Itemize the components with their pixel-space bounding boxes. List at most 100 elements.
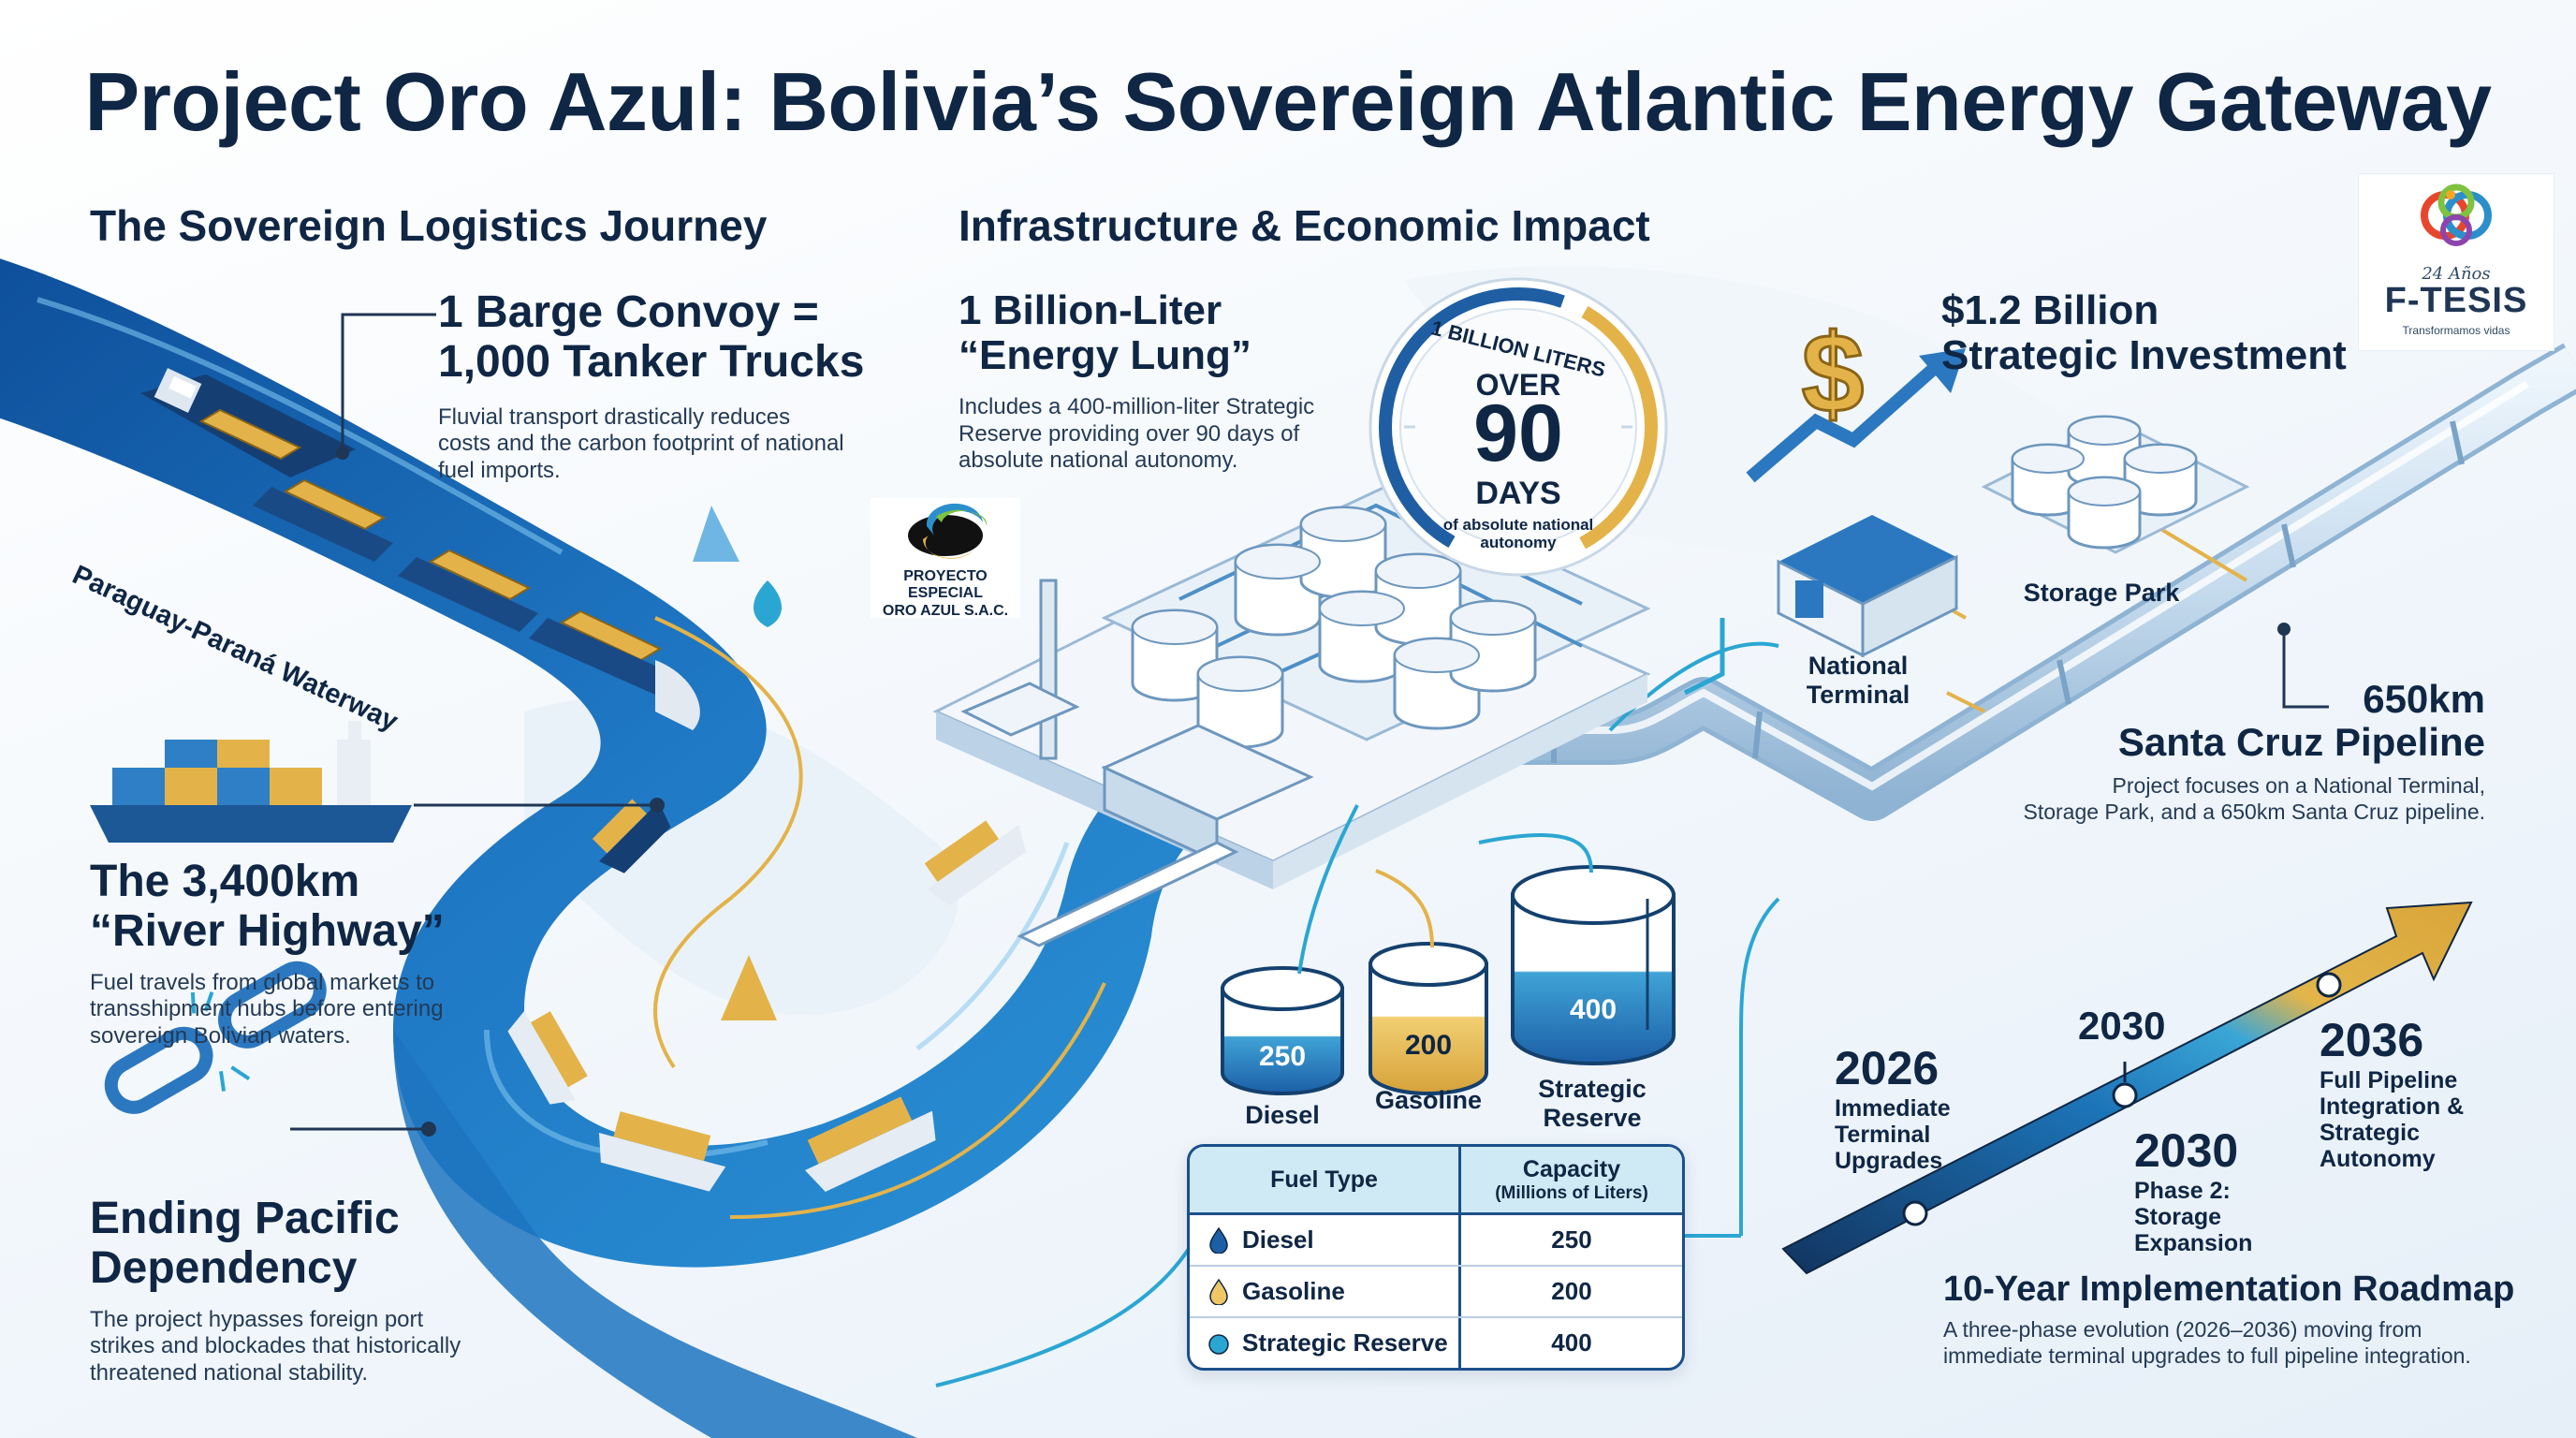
barge-desc-3: fuel imports. — [438, 458, 561, 484]
santa-cruz-pipeline — [1273, 343, 2576, 821]
oro-azul-logo: PROYECTO ESPECIAL ORO AZUL S.A.C. — [871, 498, 1020, 619]
pacific-desc-1: The project hypasses foreign port — [90, 1306, 424, 1332]
oro-azul-logo-line-1: PROYECTO ESPECIAL — [903, 568, 988, 602]
roadmap-phase-1-year: 2026 — [1835, 1042, 1939, 1094]
barge-convoy-block: 1 Barge Convoy = 1,000 Tanker Trucks Flu… — [438, 287, 865, 485]
badge-subtext: of absolute national autonomy — [1425, 516, 1612, 551]
river-headline-1: The 3,400km — [90, 857, 360, 906]
river-desc-2: transshipment hubs before entering — [90, 996, 444, 1022]
tank-reserve-value: 400 — [1569, 994, 1617, 1025]
national-terminal-label-2: Terminal — [1806, 681, 1910, 710]
tank-reserve-label: Strategic Reserve — [1522, 1075, 1662, 1133]
river-desc-1: Fuel travels from global markets to — [90, 969, 435, 995]
droplet-icon — [1209, 1278, 1228, 1305]
terminal-platform — [932, 485, 1651, 947]
pacific-headline-1: Ending Pacific — [90, 1194, 400, 1243]
roadmap-phase-3-line-1: Full Pipeline — [2320, 1067, 2458, 1093]
ftesis-logo: 24 Años F-TESIS Transformamos vidas — [2359, 174, 2554, 350]
ninety-days-badge — [1368, 277, 1668, 577]
roadmap-desc-2: immediate terminal upgrades to full pipe… — [1943, 1343, 2471, 1368]
barge-convoy — [140, 368, 700, 730]
roadmap-phase-3: 2036 Full Pipeline Integration & Strateg… — [2320, 1013, 2464, 1172]
pipeline-block: 650km Santa Cruz Pipeline Project focuse… — [1966, 677, 2485, 826]
sail-icon — [693, 506, 739, 562]
pipeline-line-2: Santa Cruz Pipeline — [2117, 720, 2485, 765]
tank-gasoline-value: 200 — [1404, 1030, 1453, 1061]
energy-lung-block: 1 Billion-Liter “Energy Lung” Includes a… — [959, 287, 1315, 475]
badge-over: OVER — [1475, 368, 1561, 402]
sail-icon — [721, 955, 777, 1020]
ftesis-brand: F-TESIS — [2384, 281, 2528, 320]
roadmap-phase-1-line-1: Immediate — [1835, 1095, 1951, 1122]
container-ship — [90, 721, 412, 843]
main-title: Project Oro Azul: Bolivia’s Sovereign At… — [84, 55, 2492, 148]
investment-block: $1.2 Billion Strategic Investment — [1941, 287, 2347, 379]
ftesis-logo-icon — [2421, 183, 2492, 246]
roadmap-block: 10-Year Implementation Roadmap A three-p… — [1943, 1269, 2514, 1369]
national-terminal-building — [1777, 515, 1958, 658]
roadmap-phase-3-line-3: Strategic — [2320, 1120, 2420, 1146]
section-heading-infrastructure: Infrastructure & Economic Impact — [959, 201, 1650, 250]
barge-headline-2: 1,000 Tanker Trucks — [438, 336, 865, 387]
roadmap-phase-3-year: 2036 — [2320, 1014, 2424, 1066]
river-headline-2: “River Highway” — [90, 905, 445, 956]
pacific-dependency-block: Ending Pacific Dependency The project hy… — [90, 1194, 461, 1387]
tank-diesel-label: Diesel — [1245, 1101, 1320, 1129]
svg-text:$: $ — [1802, 311, 1865, 436]
table-header-capacity-cell: Capacity (Millions of Liters) — [1461, 1147, 1682, 1212]
table-cell-fuel: Diesel — [1242, 1225, 1314, 1254]
storage-park-label: Storage Park — [2023, 579, 2180, 607]
tank-strategic-reserve — [1511, 865, 1676, 1065]
ftesis-script: 24 Años — [2422, 264, 2491, 284]
roadmap-phase-2-line-2: Storage — [2134, 1204, 2222, 1230]
pacific-headline-2: Dependency — [90, 1242, 358, 1293]
energy-lung-headline-2: “Energy Lung” — [959, 332, 1251, 379]
table-cell-capacity: 200 — [1551, 1277, 1592, 1305]
roadmap-phase-2-line-3: Expansion — [2134, 1230, 2253, 1256]
energy-lung-desc-2: Reserve providing over 90 days of — [959, 420, 1300, 447]
national-terminal-label: National Terminal — [1778, 652, 1938, 710]
barge-desc-1: Fluvial transport drastically reduces — [438, 404, 791, 430]
table-header-unit: (Millions of Liters) — [1495, 1182, 1648, 1203]
table-cell-fuel: Strategic Reserve — [1242, 1328, 1448, 1357]
pacific-desc-3: threatened national stability. — [90, 1360, 369, 1387]
investment-line-2: Strategic Investment — [1941, 332, 2347, 379]
pacific-desc-2: strikes and blockades that historically — [90, 1333, 461, 1359]
section-heading-logistics: The Sovereign Logistics Journey — [90, 201, 768, 250]
table-row: Gasoline 200 — [1190, 1267, 1682, 1318]
roadmap-title: 10-Year Implementation Roadmap — [1943, 1269, 2515, 1309]
storage-park — [1981, 415, 2250, 554]
roadmap-phase-2: 2030 Phase 2: Storage Expansion — [2134, 1123, 2252, 1256]
tank-gasoline-label: Gasoline — [1374, 1086, 1483, 1114]
roadmap-phase-3-line-2: Integration & — [2320, 1093, 2465, 1120]
badge-days: DAYS — [1475, 476, 1561, 511]
tank-reserve-label-1: Strategic — [1538, 1075, 1647, 1103]
energy-lung-desc-3: absolute national autonomy. — [959, 448, 1238, 474]
roadmap-phase-1-line-3: Upgrades — [1835, 1148, 1943, 1174]
table-header-fuel: Fuel Type — [1190, 1147, 1461, 1212]
oro-azul-logo-line-2: ORO AZUL S.A.C. — [882, 602, 1009, 619]
chain-link-icon — [104, 961, 327, 1114]
tank-diesel — [1221, 966, 1344, 1095]
ftesis-tagline: Transformamos vidas — [2402, 324, 2510, 337]
tank-reserve-label-2: Reserve — [1543, 1104, 1642, 1133]
reserve-circle-icon — [1208, 1333, 1229, 1355]
national-terminal-label-1: National — [1808, 652, 1909, 680]
river-ships — [507, 799, 1027, 1192]
tank-diesel-value: 250 — [1258, 1041, 1307, 1072]
roadmap-arrow — [1781, 901, 2473, 1275]
badge-sub-1: of absolute national — [1442, 516, 1594, 534]
table-cell-capacity: 400 — [1551, 1328, 1592, 1357]
barge-desc-2: costs and the carbon footprint of nation… — [438, 431, 844, 457]
table-header-capacity: Capacity — [1522, 1155, 1621, 1182]
energy-lung-desc-1: Includes a 400-million-liter Strategic — [959, 393, 1315, 419]
roadmap-phase-3-line-4: Autonomy — [2320, 1146, 2436, 1172]
pipeline-desc-2: Storage Park, and a 650km Santa Cruz pip… — [2023, 799, 2485, 824]
pipeline-desc-1: Project focuses on a National Terminal, — [2112, 773, 2485, 799]
table-cell-capacity: 250 — [1551, 1225, 1592, 1254]
badge-number: 90 — [1473, 389, 1563, 478]
pipeline-line-1: 650km — [2363, 677, 2485, 721]
roadmap-phase-2-line-1: Phase 2: — [2134, 1178, 2231, 1204]
roadmap-phase-1-line-2: Terminal — [1835, 1122, 1931, 1148]
energy-lung-headline-1: 1 Billion-Liter — [959, 287, 1222, 333]
